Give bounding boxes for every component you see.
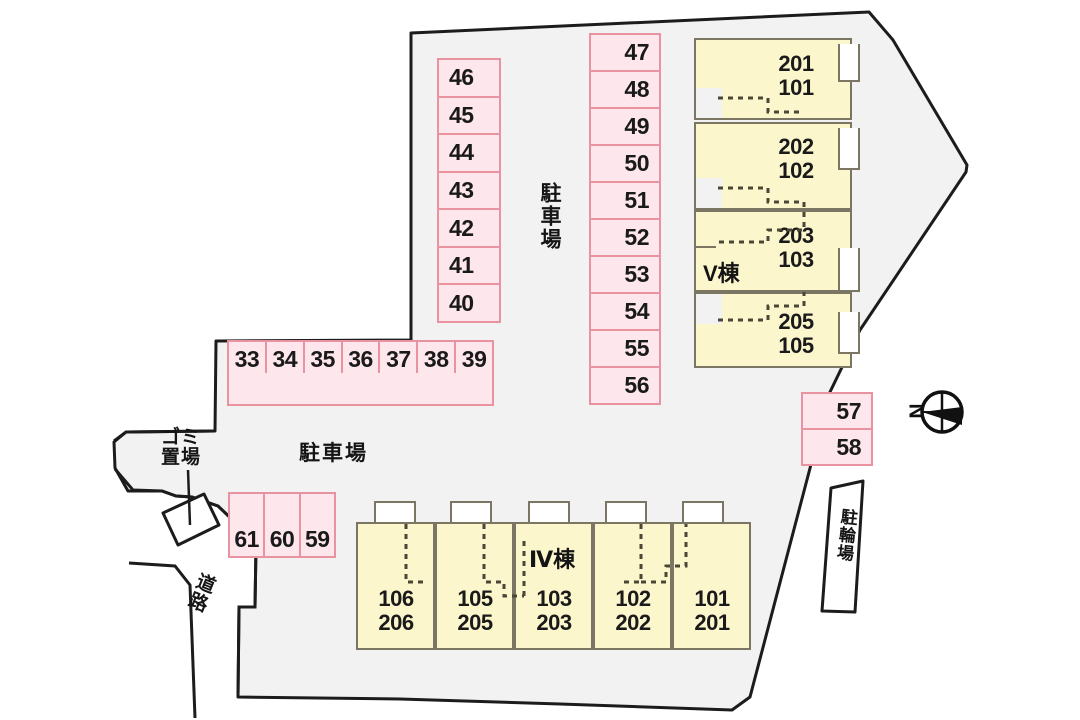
bicycle-parking-box (820, 479, 865, 614)
building-iv-entrance-101[interactable] (682, 501, 724, 525)
parking-stall[interactable]: 49 (591, 107, 659, 144)
garbage-area-label: ゴミ 置場 (160, 427, 201, 468)
parking-group-59-61[interactable]: 61 60 59 (228, 492, 336, 558)
parking-stall[interactable]: 56 (591, 366, 659, 403)
parking-stall[interactable]: 53 (591, 255, 659, 292)
parking-group-33-39[interactable]: 33 34 35 36 37 38 39 (227, 340, 494, 406)
parking-stall[interactable]: 41 (439, 245, 499, 284)
parking-stall[interactable]: 47 (624, 39, 649, 65)
parking-stall[interactable]: 58 (803, 428, 871, 464)
building-v-unit-202-102-notch (694, 178, 722, 210)
building-iv-entrance-103[interactable] (528, 501, 570, 525)
building-v-unit-205-105-notch (694, 292, 722, 324)
building-v-unit-203-103-notch (694, 246, 716, 292)
parking-stall[interactable]: 35 (302, 342, 341, 373)
parking-stall[interactable]: 60 (263, 494, 298, 556)
building-v-name: V棟 (703, 261, 740, 286)
parking-stall[interactable]: 40 (439, 283, 499, 321)
parking-label-middle: 駐車場 (538, 182, 561, 251)
parking-stall[interactable]: 52 (591, 218, 659, 255)
parking-stall[interactable]: 33 (234, 346, 260, 372)
parking-stall[interactable]: 48 (591, 70, 659, 107)
garbage-leader-line (186, 469, 192, 526)
building-iv-entrance-106[interactable] (374, 501, 416, 525)
parking-stall[interactable]: 59 (298, 494, 334, 556)
building-v-entrance-201[interactable] (838, 44, 860, 82)
parking-stall[interactable]: 43 (439, 170, 499, 209)
parking-stall[interactable]: 39 (454, 342, 492, 373)
north-arrow-icon (920, 390, 964, 434)
building-v-entrance-202[interactable] (838, 128, 860, 170)
parking-group-47-56[interactable]: 47 48 49 50 51 52 53 54 55 56 (589, 33, 661, 405)
parking-stall[interactable]: 51 (591, 181, 659, 218)
building-iv-name: Ⅳ棟 (529, 547, 576, 572)
building-v-entrance-203[interactable] (838, 248, 860, 292)
road-edge-line-1 (113, 429, 216, 443)
parking-label-lower: 駐車場 (299, 442, 368, 465)
building-v-entrance-205[interactable] (838, 312, 860, 354)
parking-stall[interactable]: 57 (836, 397, 861, 424)
parking-group-40-46[interactable]: 46 45 44 43 42 41 40 (437, 58, 501, 323)
parking-stall[interactable]: 54 (591, 292, 659, 329)
building-v-unit-201-101-notch (694, 88, 722, 120)
parking-stall[interactable]: 37 (378, 342, 416, 373)
road-edge-line-2 (128, 561, 197, 719)
parking-stall[interactable]: 36 (340, 342, 379, 373)
parking-stall[interactable]: 34 (264, 342, 303, 373)
building-iv-entrance-102[interactable] (605, 501, 647, 525)
parking-stall[interactable]: 55 (591, 329, 659, 366)
building-iv-unit-101-201[interactable] (672, 522, 751, 650)
parking-stall[interactable]: 50 (591, 144, 659, 181)
parking-stall[interactable]: 46 (449, 64, 474, 91)
parking-group-57-58[interactable]: 57 58 (801, 392, 873, 466)
parking-stall[interactable]: 42 (439, 208, 499, 246)
road-edge-line-3 (113, 468, 258, 698)
parking-stall[interactable]: 45 (439, 95, 499, 134)
building-iv-entrance-105[interactable] (450, 501, 492, 525)
parking-stall[interactable]: 61 (234, 526, 259, 552)
parking-stall[interactable]: 38 (416, 342, 454, 373)
parking-stall[interactable]: 44 (439, 133, 499, 171)
